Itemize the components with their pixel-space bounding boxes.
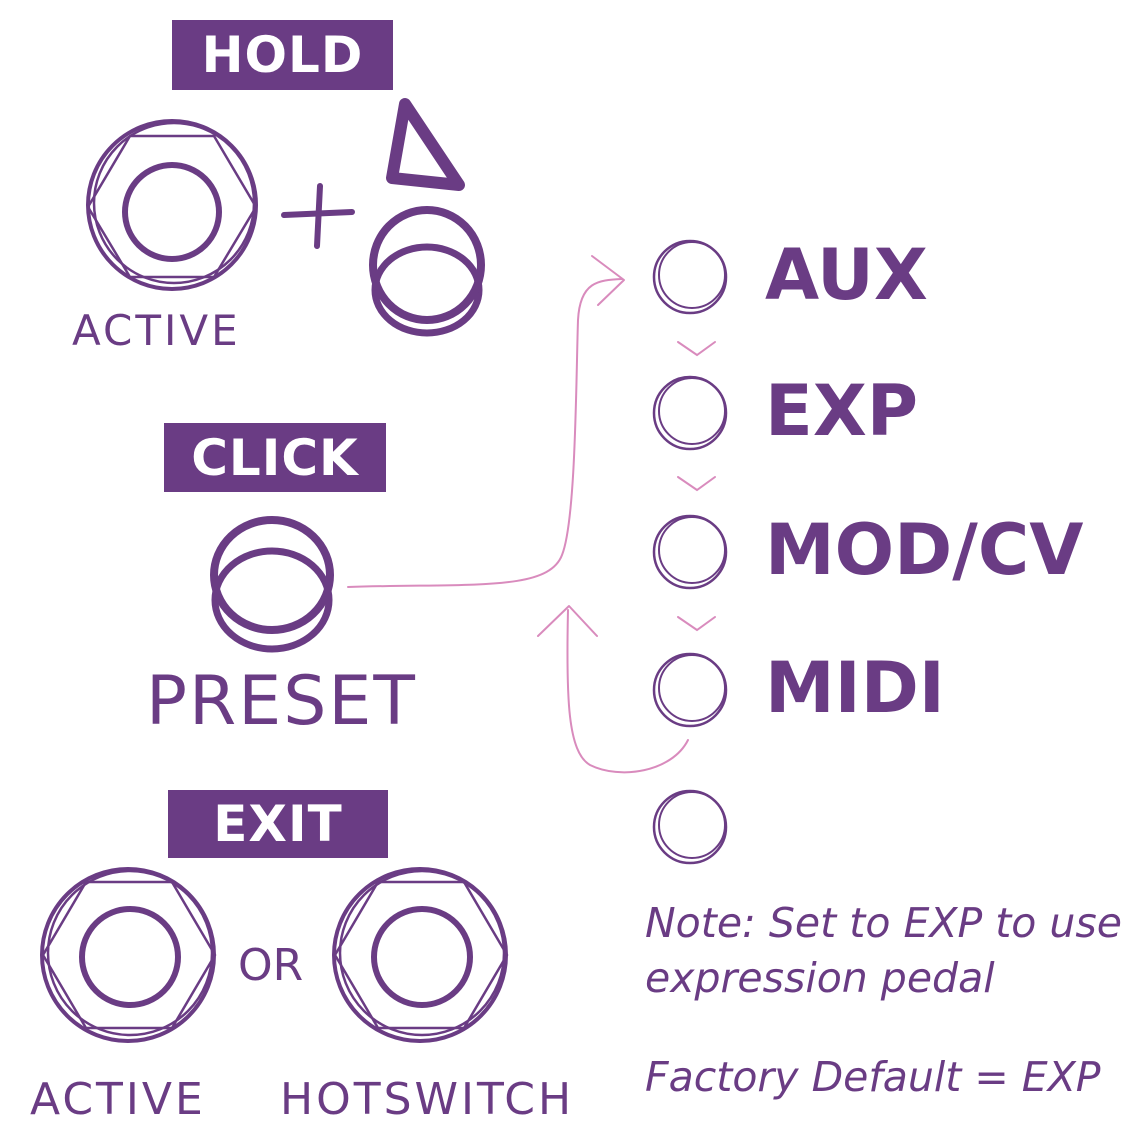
- preset-knob-icon: [369, 206, 485, 337]
- hold-badge: HOLD: [172, 20, 393, 90]
- option-mod-cv-label: MOD/CV: [765, 509, 1084, 591]
- active-footswitch-icon: [86, 119, 258, 291]
- arrow-head-icon: [537, 605, 598, 637]
- chevron-down-icon: [677, 476, 716, 492]
- or-label: OR: [238, 940, 304, 991]
- led-blank-icon: [652, 789, 728, 865]
- hotswitch-footswitch-icon: [332, 867, 509, 1043]
- option-midi-label: MIDI: [765, 647, 945, 729]
- exit-active-footswitch-icon: [40, 867, 217, 1043]
- note-line-1: Note: Set to EXP to use: [645, 899, 1122, 947]
- note-line-2: expression pedal: [645, 954, 995, 1002]
- led-midi-icon: [652, 652, 728, 728]
- led-exp-icon: [652, 375, 728, 451]
- preset-label: PRESET: [146, 662, 417, 741]
- preset-button-icon: [210, 516, 334, 653]
- exit-active-label: ACTIVE: [30, 1074, 206, 1125]
- factory-default-note: Factory Default = EXP: [645, 1053, 1101, 1101]
- delta-icon: [386, 98, 465, 191]
- led-aux-icon: [652, 239, 728, 315]
- forward-arrow: [347, 278, 623, 588]
- sequence-chevrons: [677, 341, 716, 632]
- option-exp-label: EXP: [765, 370, 919, 452]
- cycle-back-arrow: [566, 609, 689, 774]
- led-mod-cv-icon: [652, 514, 728, 590]
- option-aux-label: AUX: [765, 234, 928, 316]
- hotswitch-label: HOTSWITCH: [280, 1074, 575, 1125]
- exit-badge: EXIT: [168, 790, 388, 858]
- chevron-down-icon: [677, 341, 716, 357]
- chevron-down-icon: [677, 616, 716, 632]
- arrow-head-icon: [591, 255, 625, 306]
- click-badge: CLICK: [164, 423, 386, 492]
- hold-active-label: ACTIVE: [72, 306, 241, 355]
- plus-icon: [281, 183, 355, 249]
